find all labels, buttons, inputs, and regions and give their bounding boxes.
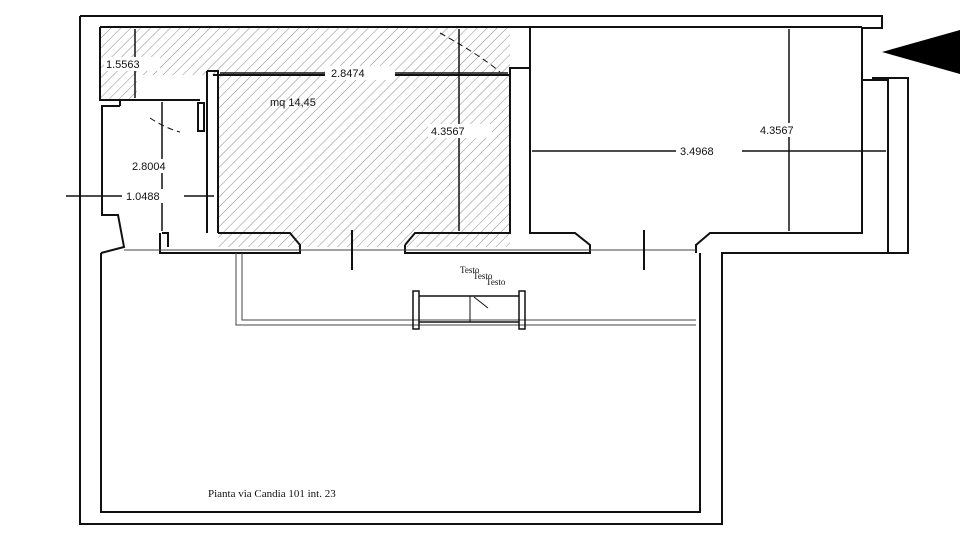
dimension-label: 1.5563 — [106, 59, 140, 71]
testo-label: Testo — [486, 277, 506, 287]
outer-walls — [79, 15, 909, 525]
plan-caption: Pianta via Candia 101 int. 23 — [208, 488, 336, 500]
door-swings — [149, 32, 501, 133]
testo-label: Testo — [460, 265, 480, 275]
testo-label: Testo — [473, 271, 493, 281]
staircase — [412, 290, 526, 330]
entrance-arrow-icon — [882, 30, 960, 74]
dimension-label: 2.8474 — [331, 68, 365, 80]
hatched-area-room-main — [218, 75, 510, 247]
dimension-label: 1.0488 — [126, 191, 160, 203]
area-label: mq 14,45 — [270, 97, 316, 109]
dimension-label: 2.8004 — [132, 161, 166, 173]
dimension-label: 3.4968 — [680, 146, 714, 158]
hatched-area-room — [137, 27, 510, 75]
corridor-lines — [124, 230, 696, 326]
dimension-label: 4.3567 — [760, 125, 794, 137]
dimension-label: 4.3567 — [431, 126, 465, 138]
